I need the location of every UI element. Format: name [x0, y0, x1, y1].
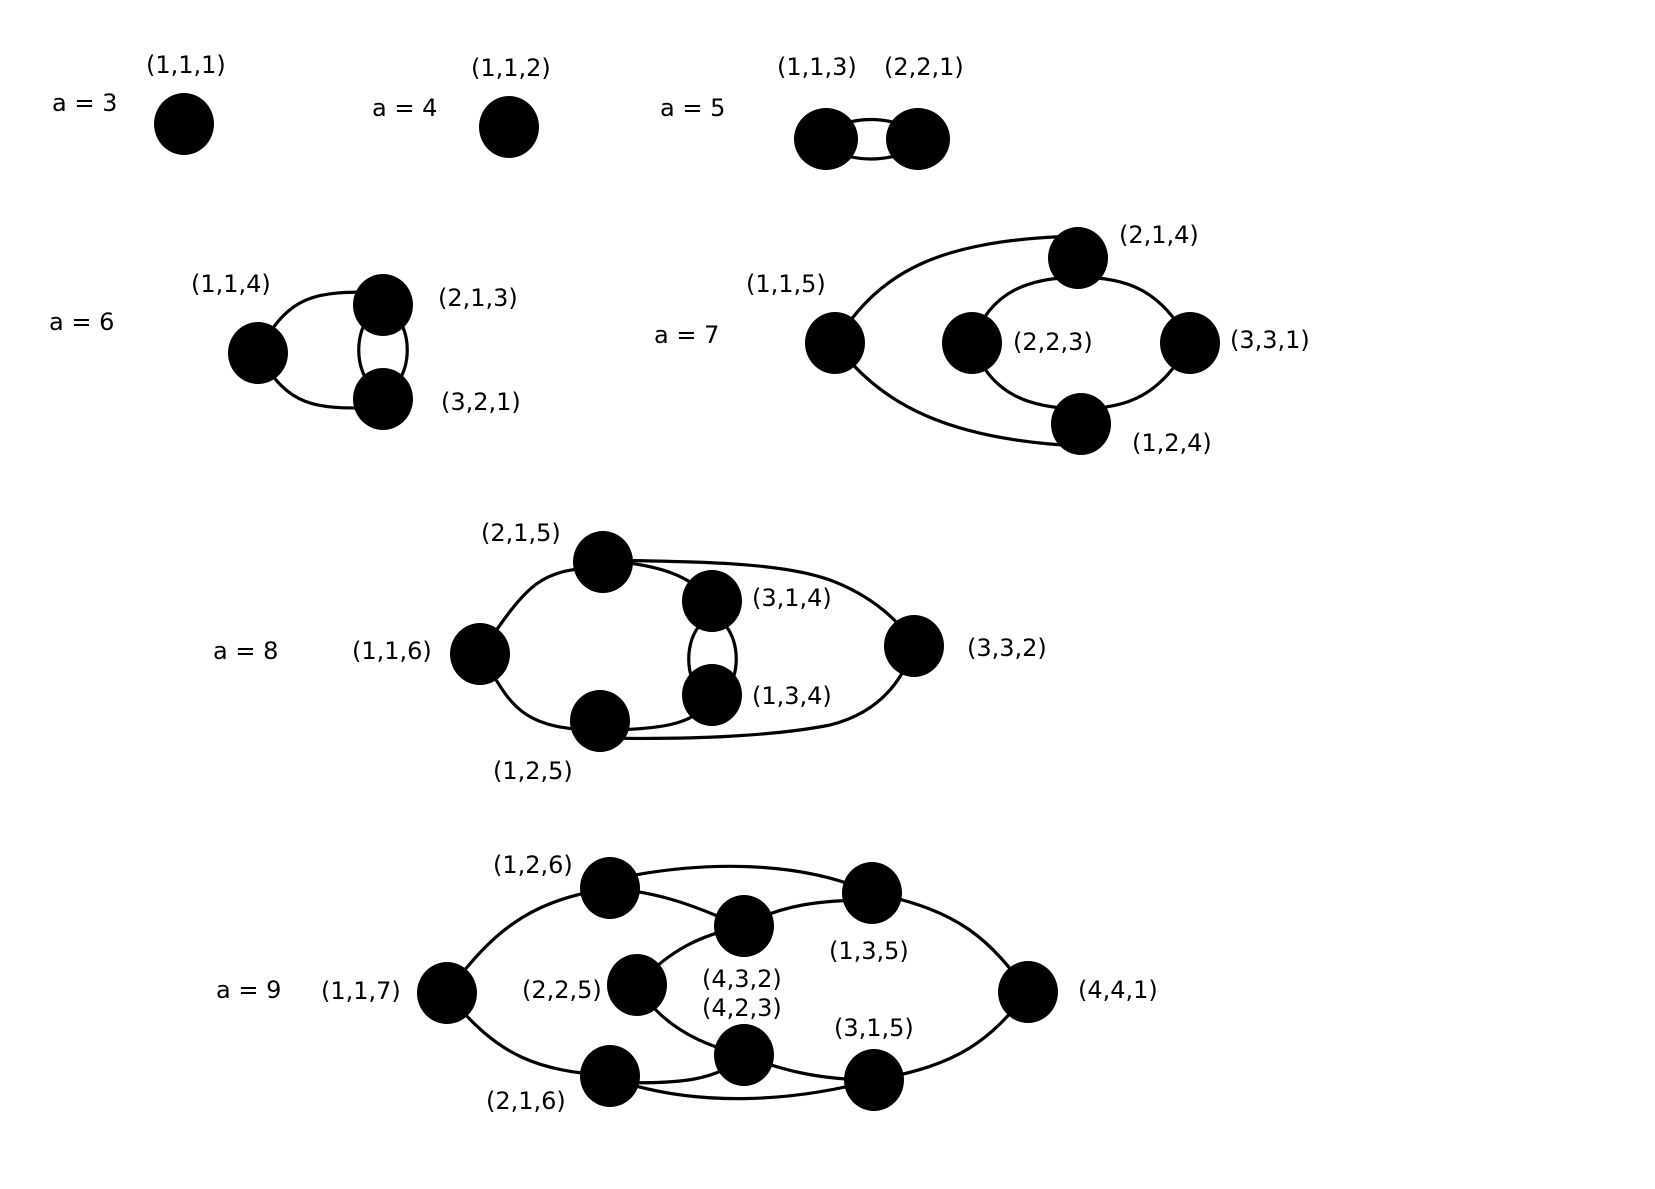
panel-a3: a = 3 (1,1,1) [52, 51, 226, 155]
node-1-3-5 [842, 862, 902, 924]
node-2-1-4 [1048, 227, 1108, 289]
node-2-2-3 [942, 312, 1002, 374]
node-label-3-1-4: (3,1,4) [752, 584, 832, 612]
node-label-1-1-6: (1,1,6) [352, 637, 432, 665]
edge-a8-3 [602, 558, 916, 647]
node-label-2-1-5: (2,1,5) [481, 519, 561, 547]
edge-a7-1 [833, 234, 1078, 344]
node-3-1-5 [844, 1049, 904, 1111]
panel-a5: a = 5 (1,1,3) (2,2,1) [660, 53, 964, 170]
node-label-4-3-2: (4,3,2) [702, 965, 782, 993]
node-label-1-1-7: (1,1,7) [321, 977, 401, 1005]
panel-a4-title: a = 4 [372, 94, 437, 122]
node-label-2-1-4: (2,1,4) [1119, 221, 1199, 249]
node-4-2-3 [714, 1024, 774, 1086]
edge-a9-5 [609, 1076, 875, 1101]
node-label-1-1-5: (1,1,5) [746, 270, 826, 298]
node-label-1-1-3: (1,1,3) [777, 53, 857, 81]
node-1-1-1 [154, 93, 214, 155]
node-label-4-4-1: (4,4,1) [1078, 976, 1158, 1004]
edge-a8-8 [599, 645, 916, 741]
panel-a3-title: a = 3 [52, 89, 117, 117]
node-label-1-3-4: (1,3,4) [752, 682, 832, 710]
node-2-1-5 [573, 531, 633, 593]
node-1-2-5 [570, 690, 630, 752]
panel-a7-title: a = 7 [654, 321, 719, 349]
node-3-1-4 [682, 570, 742, 632]
node-label-3-3-2: (3,3,2) [967, 634, 1047, 662]
node-1-1-5 [805, 312, 865, 374]
node-label-1-2-6: (1,2,6) [493, 851, 573, 879]
node-label-2-2-5: (2,2,5) [522, 976, 602, 1004]
node-label-1-1-1: (1,1,1) [146, 51, 226, 79]
node-4-3-2 [714, 895, 774, 957]
node-1-2-4 [1051, 393, 1111, 455]
node-1-1-4 [228, 322, 288, 384]
node-1-1-2 [479, 96, 539, 158]
node-1-1-7 [417, 962, 477, 1024]
node-label-3-1-5: (3,1,5) [834, 1014, 914, 1042]
node-3-2-1 [353, 368, 413, 430]
node-2-1-3 [353, 274, 413, 336]
node-label-2-1-6: (2,1,6) [486, 1087, 566, 1115]
node-label-1-3-5: (1,3,5) [829, 937, 909, 965]
node-2-1-6 [580, 1045, 640, 1107]
panel-a8: a = 8 (1,1,6) (2,1,5) (3,1,4) (1,3,4) (1… [213, 519, 1047, 785]
panel-a7: a = 7 (1,1,5) (2,1,4) (2,2,3) (3,3,1) (1… [654, 221, 1310, 457]
node-label-1-1-2: (1,1,2) [471, 54, 551, 82]
panel-a4: a = 4 (1,1,2) [372, 54, 551, 158]
node-3-3-1 [1160, 312, 1220, 374]
node-label-3-3-1: (3,3,1) [1230, 326, 1310, 354]
node-3-3-2 [884, 615, 944, 677]
node-label-1-1-4: (1,1,4) [191, 270, 271, 298]
node-2-2-5 [607, 954, 667, 1016]
panel-a8-title: a = 8 [213, 637, 278, 665]
panel-a6: a = 6 (1,1,4) (2,1,3) (3,2,1) [49, 270, 521, 430]
node-1-2-6 [580, 857, 640, 919]
node-1-1-6 [450, 623, 510, 685]
panel-a5-title: a = 5 [660, 94, 725, 122]
panel-a9-title: a = 9 [216, 976, 281, 1004]
node-label-1-2-5: (1,2,5) [493, 757, 573, 785]
node-label-2-2-3: (2,2,3) [1013, 328, 1093, 356]
node-4-4-1 [998, 961, 1058, 1023]
node-label-1-2-4: (1,2,4) [1132, 429, 1212, 457]
node-label-2-1-3: (2,1,3) [438, 284, 518, 312]
panel-a6-title: a = 6 [49, 308, 114, 336]
edge-a9-2 [609, 864, 873, 895]
node-1-3-4 [682, 664, 742, 726]
node-label-4-2-3: (4,2,3) [702, 994, 782, 1022]
node-label-2-2-1: (2,2,1) [884, 53, 964, 81]
node-label-3-2-1: (3,2,1) [441, 388, 521, 416]
node-1-1-3 [794, 108, 858, 170]
node-2-2-1 [886, 108, 950, 170]
panel-a9: a = 9 (1,1,7) (1,2,6) (4,3,2) (1,3,5) (2… [216, 851, 1158, 1115]
